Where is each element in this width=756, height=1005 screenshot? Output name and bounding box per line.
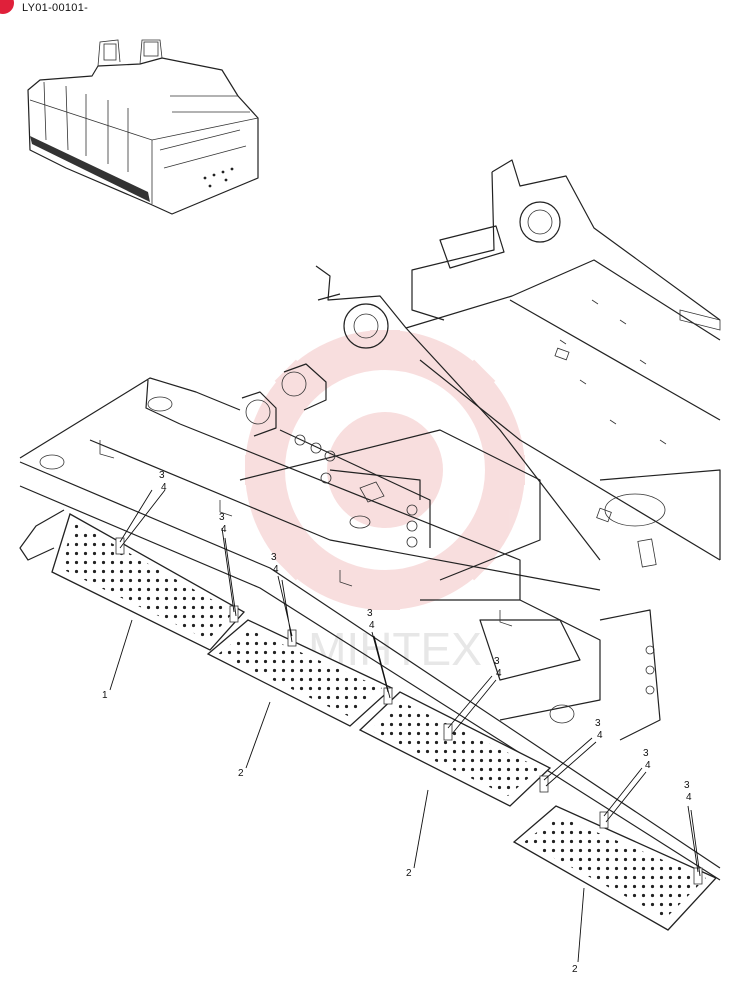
machine-thumbnail [27,39,259,215]
leader-lines [109,489,701,963]
brand-mark-icon [0,0,14,14]
step-plate-2b [358,691,552,807]
callout-2: 2 [406,868,412,879]
lower-chassis [19,377,721,881]
callout-3: 3 [271,552,277,563]
watermark-gear-icon [245,330,525,610]
callout-labels: 3 4 3 4 3 4 3 4 3 4 3 4 3 4 3 4 1 2 2 2 [102,470,692,975]
callout-3: 3 [684,780,690,791]
callout-2: 2 [572,964,578,975]
callout-4: 4 [597,730,603,741]
step-plate-2c [512,805,718,931]
step-plate-2a [206,619,394,727]
callout-4: 4 [496,668,502,679]
upper-frame [241,159,721,568]
callout-3: 3 [595,718,601,729]
callout-3: 3 [159,470,165,481]
callout-4: 4 [369,620,375,631]
callout-4: 4 [273,564,279,575]
callout-3: 3 [219,512,225,523]
hand-rail [19,509,65,561]
callout-3: 3 [367,608,373,619]
callout-3: 3 [494,656,500,667]
callout-3: 3 [643,748,649,759]
step-plate-1 [51,513,246,651]
callout-2: 2 [238,768,244,779]
callout-1: 1 [102,690,108,701]
callout-4: 4 [686,792,692,803]
mounting-brackets [115,537,703,885]
callout-4: 4 [221,524,227,535]
callout-4: 4 [161,482,167,493]
highlighted-step-strip [30,136,150,202]
drawing-code: LY01-00101- [22,2,89,14]
callout-4: 4 [645,760,651,771]
